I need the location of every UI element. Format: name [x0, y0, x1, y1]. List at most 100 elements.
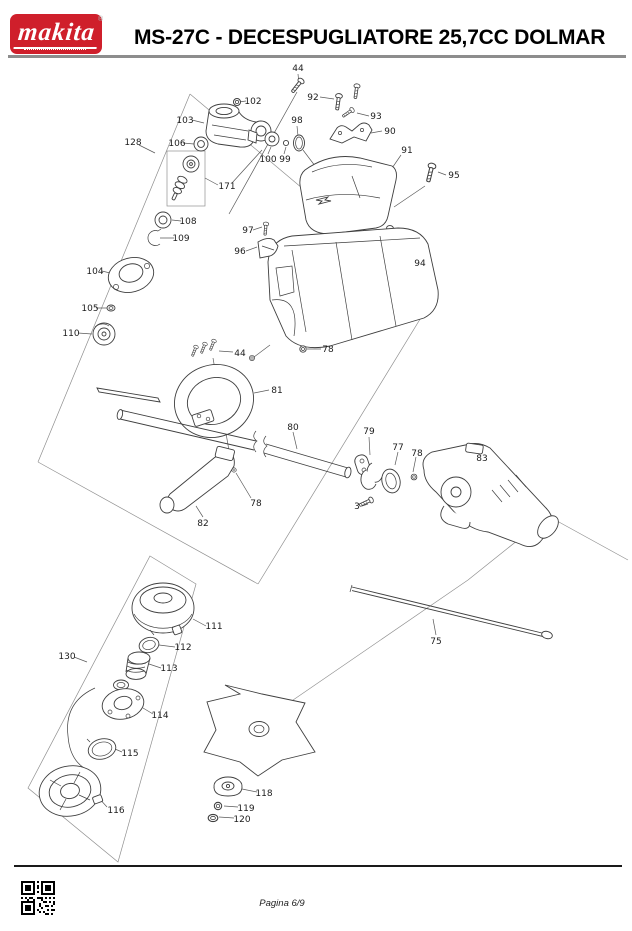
part-81-loop-handle [173, 364, 255, 438]
part-label: 44 [292, 64, 304, 74]
part-label: 78 [250, 499, 262, 509]
part-label: 94 [414, 259, 426, 269]
part-label: 77 [392, 443, 403, 453]
part-102-nut [232, 97, 242, 107]
part-blade [203, 684, 316, 777]
part-103-gear-head [205, 103, 272, 148]
part-label: 108 [179, 217, 196, 227]
part-label: 102 [244, 97, 261, 107]
makita-logo: makita [10, 14, 102, 54]
part-106-bearing [193, 136, 209, 152]
part-93-screw [340, 106, 356, 120]
part-label: 3 [354, 502, 360, 512]
part-78-nut-b [249, 355, 255, 361]
part-label: 78 [411, 449, 423, 459]
part-label: 82 [197, 519, 208, 529]
part-label: 115 [121, 749, 138, 759]
part-label: 120 [233, 815, 250, 825]
part-label: 80 [287, 423, 299, 433]
part-label: 78 [322, 345, 334, 355]
qr-code [21, 881, 55, 915]
part-83-rear-handle [422, 442, 559, 547]
part-label: 111 [205, 622, 222, 632]
part-115-ring [86, 738, 117, 760]
logo-microtext-line [24, 49, 86, 50]
part-label: 96 [234, 247, 246, 257]
part-label: 128 [124, 138, 141, 148]
part-80-shaft-tube [116, 409, 352, 479]
part-105-washer [106, 304, 116, 312]
part-92-bolt-b [351, 83, 361, 100]
part-78-nut-c [410, 473, 418, 481]
part-label: 104 [86, 267, 103, 277]
part-label: 105 [81, 304, 98, 314]
part-90-bracket [329, 122, 373, 144]
part-label: 44 [234, 349, 246, 359]
part-label: 97 [242, 226, 253, 236]
part-label: 116 [107, 806, 124, 816]
part-108-bearing [154, 211, 172, 229]
part-114-plate [67, 687, 145, 773]
part-blade-strip [96, 387, 161, 403]
part-label: 114 [151, 711, 168, 721]
part-104-housing [107, 257, 155, 293]
page-number: Pagina 6/9 [259, 898, 305, 909]
registered-trademark: ® [98, 16, 104, 23]
part-label: 106 [168, 139, 185, 149]
part-120-washer [207, 813, 219, 823]
part-44-screw-top [289, 76, 306, 95]
part-label: 113 [160, 664, 177, 674]
part-label: 83 [476, 454, 487, 464]
part-171-shaft-kit [171, 155, 200, 201]
part-label: 95 [448, 171, 459, 181]
part-label: 119 [237, 804, 254, 814]
part-label: 93 [370, 112, 381, 122]
part-91-cover [299, 156, 397, 235]
part-label: 91 [401, 146, 412, 156]
part-77-clamp-ring [381, 468, 401, 494]
part-label: 171 [218, 182, 235, 192]
part-label: 75 [430, 637, 441, 647]
part-label: 118 [255, 789, 272, 799]
part-97-screw [261, 221, 270, 236]
part-label: 99 [279, 155, 291, 165]
part-label: 109 [172, 234, 189, 244]
part-79-clamp-halves [354, 454, 383, 490]
part-label: 110 [62, 329, 79, 339]
makita-wordmark: makita [13, 19, 99, 49]
part-label: 130 [58, 652, 75, 662]
part-75-drive-shaft [349, 584, 553, 640]
header-rule [8, 55, 626, 58]
part-label: 112 [174, 643, 191, 653]
part-96-clamp-plate [257, 237, 279, 259]
part-label: 79 [363, 427, 375, 437]
part-label: 90 [384, 127, 396, 137]
part-label: 103 [176, 116, 193, 126]
part-111-trimmer-head [131, 582, 195, 636]
part-100-bearing [247, 129, 280, 147]
part-3-screw [357, 495, 375, 509]
part-109-snap-ring [147, 228, 162, 246]
part-94-engine-cover [267, 227, 439, 349]
part-98-o-ring [293, 134, 305, 152]
part-label: 92 [307, 93, 318, 103]
page-title: MS-27C - DECESPUGLIATORE 25,7CC DOLMAR [134, 26, 606, 49]
part-99-ball [282, 139, 290, 147]
part-119-nut [213, 801, 223, 811]
part-110-drum [92, 322, 116, 346]
part-82-barrier-bar [159, 445, 235, 514]
part-112-ring [138, 636, 160, 654]
footer-rule [14, 865, 622, 867]
part-118-cup-washer [213, 776, 243, 797]
part-116-head-housing [38, 765, 104, 817]
part-95-screw [423, 161, 437, 184]
part-label: 81 [271, 386, 282, 396]
part-78-nut-a [299, 345, 307, 353]
part-label: 98 [291, 116, 303, 126]
part-44-screw-set [189, 338, 218, 358]
part-label: 100 [259, 155, 276, 165]
part-113-spool [113, 651, 151, 691]
